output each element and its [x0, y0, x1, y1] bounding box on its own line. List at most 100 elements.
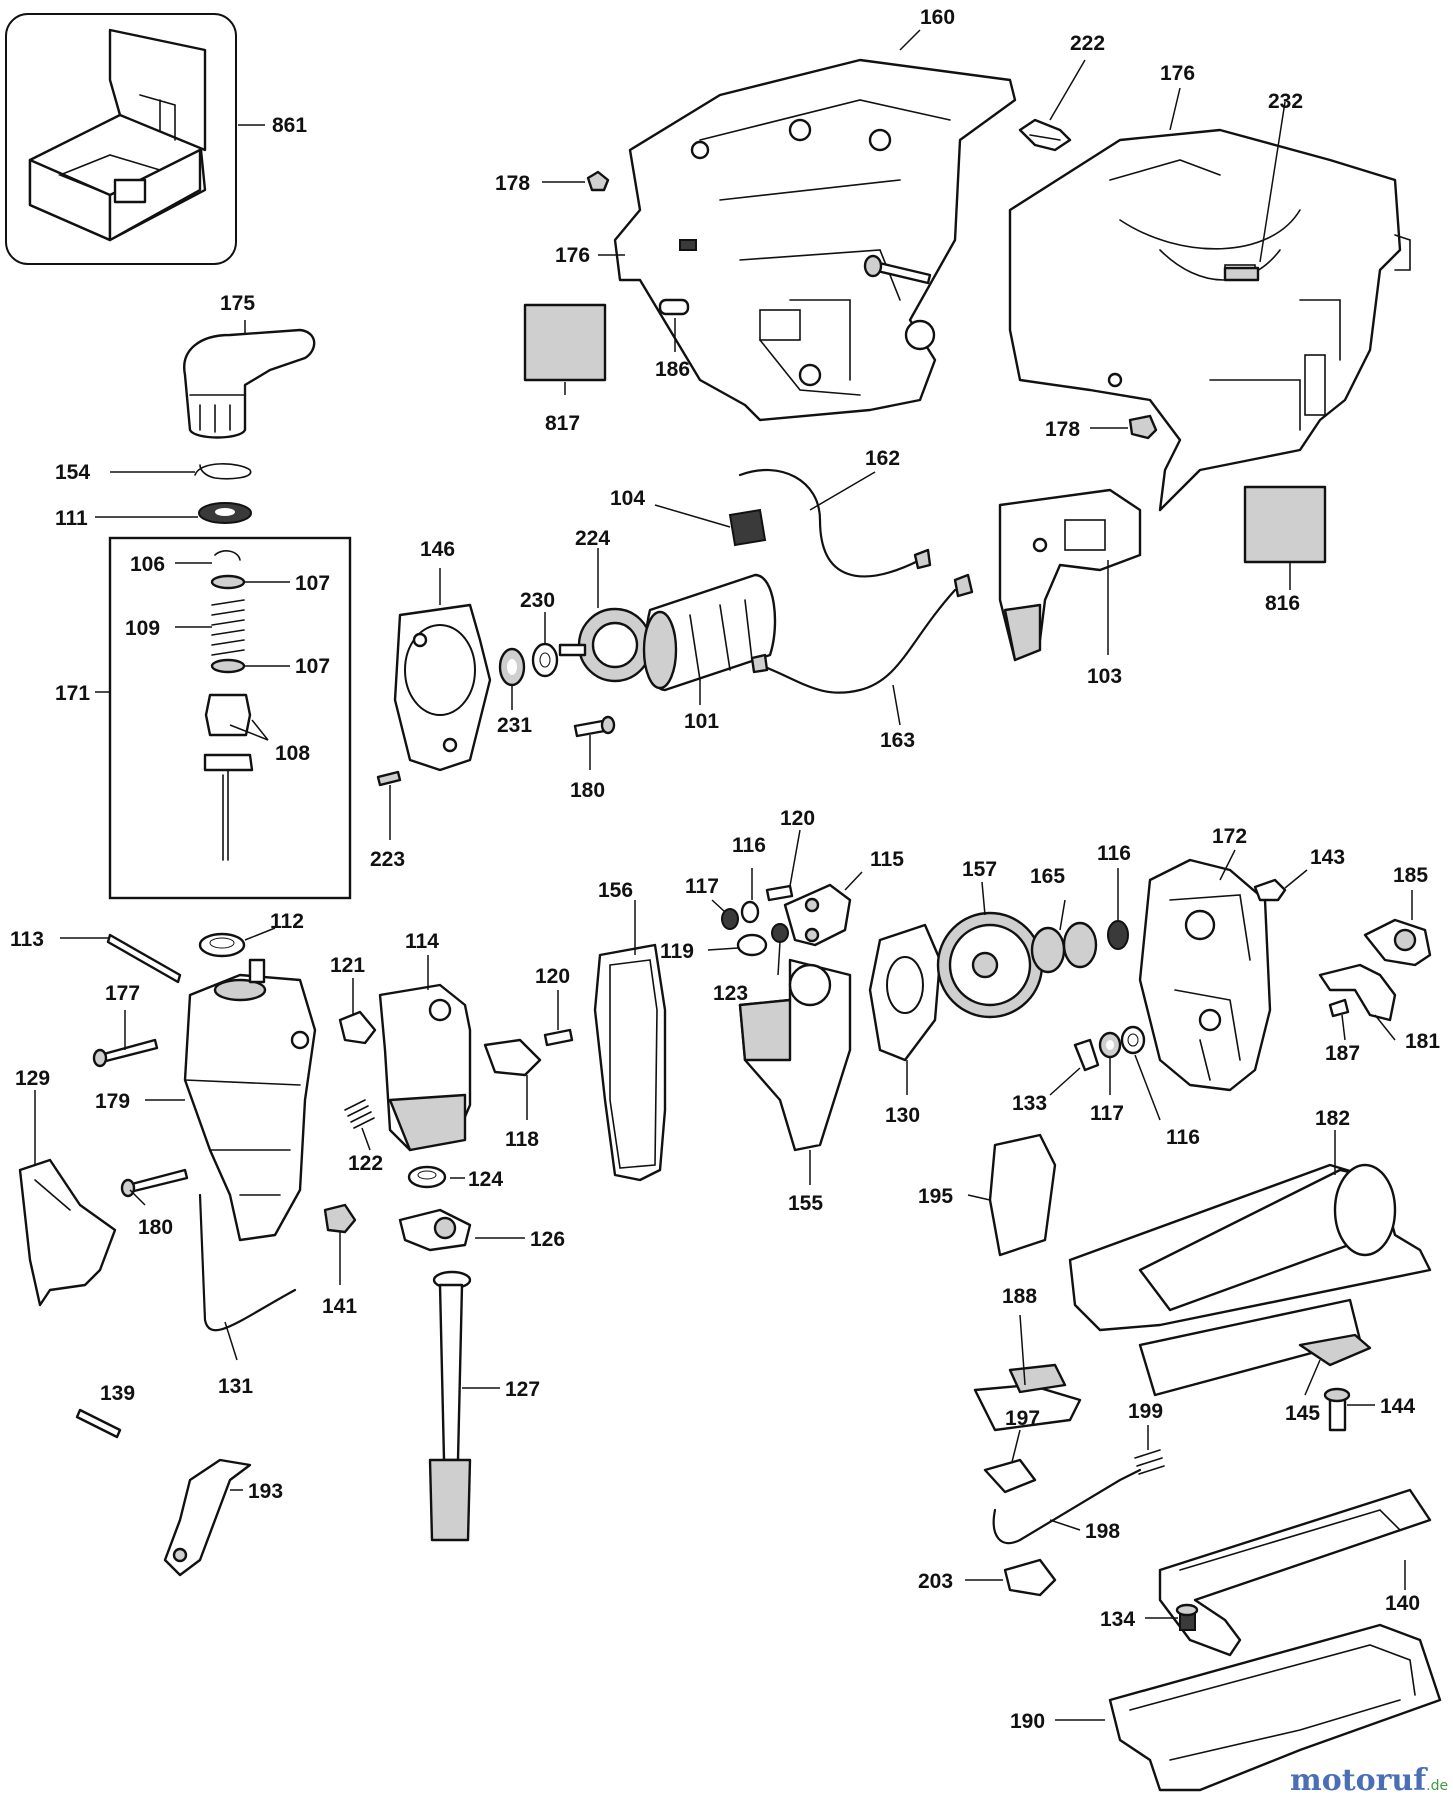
- label-160: 160: [920, 6, 955, 29]
- brush-104: [728, 508, 767, 547]
- label-144: 144: [1380, 1395, 1415, 1418]
- screw-187: [1328, 998, 1350, 1018]
- leader-lines: [34, 29, 1413, 1721]
- label-101: 101: [684, 710, 719, 733]
- label-111: 111: [55, 507, 88, 530]
- label-222: 222: [1070, 32, 1105, 55]
- label-162: 162: [865, 447, 900, 470]
- label-116-a: 116: [732, 834, 766, 857]
- base-190: [1108, 1623, 1442, 1792]
- pin-133: [1073, 1038, 1100, 1072]
- label-112: 112: [270, 910, 304, 933]
- gasket-156: [593, 943, 667, 1182]
- spring-clip-154: [194, 463, 252, 480]
- label-107-a: 107: [295, 572, 330, 595]
- label-187: 187: [1325, 1042, 1360, 1065]
- label-104: 104: [610, 487, 645, 510]
- gear-housing-172: [1138, 858, 1272, 1092]
- label-143: 143: [1310, 846, 1345, 869]
- label-154: 154: [55, 461, 90, 484]
- label-231: 231: [497, 714, 532, 737]
- label-124: 124: [468, 1168, 503, 1191]
- label-190: 190: [1010, 1710, 1045, 1733]
- label-199: 199: [1128, 1400, 1163, 1423]
- label-163: 163: [880, 729, 915, 752]
- lever-185: [1363, 918, 1432, 967]
- wire-163: [750, 573, 974, 694]
- screw-160: [863, 254, 932, 285]
- nut-143: [1253, 878, 1287, 902]
- label-816: 816: [1265, 592, 1300, 615]
- housing-half-left: [613, 58, 1017, 422]
- shoe-plate-140: [1158, 1488, 1432, 1657]
- battery-182: [1068, 1163, 1432, 1397]
- label-107-b: 107: [295, 655, 330, 678]
- clip-222: [1018, 118, 1072, 152]
- label-179: 179: [95, 1090, 130, 1113]
- screw-144: [1323, 1387, 1351, 1432]
- label-186: 186: [655, 358, 690, 381]
- label-180-b: 180: [138, 1216, 173, 1239]
- bearing-165: [1030, 921, 1098, 974]
- label-115: 115: [870, 848, 904, 871]
- watermark-motoruf: motoruf.de: [1290, 1763, 1448, 1798]
- label-119: 119: [660, 940, 694, 963]
- washer-123: [771, 923, 789, 943]
- label-129: 129: [15, 1067, 50, 1090]
- label-117-b: 117: [1090, 1102, 1124, 1125]
- label-178-a: 178: [495, 172, 530, 195]
- label-188: 188: [1002, 1285, 1037, 1308]
- motor-101: [642, 573, 777, 692]
- bushing-119: [736, 933, 768, 957]
- label-180-a: 180: [570, 779, 605, 802]
- knob-175: [183, 328, 316, 439]
- label-224: 224: [575, 527, 610, 550]
- switch-103: [998, 488, 1142, 662]
- label-121: 121: [330, 954, 365, 977]
- label-103: 103: [1087, 665, 1122, 688]
- label-113: 113: [10, 928, 44, 951]
- nut-178-left: [586, 170, 610, 192]
- label-139: 139: [100, 1382, 135, 1405]
- ring-124: [407, 1165, 447, 1189]
- block-141: [323, 1203, 357, 1234]
- screw-180-top: [573, 715, 616, 738]
- label-140: 140: [1385, 1592, 1420, 1615]
- gear-157: [936, 911, 1044, 1019]
- label-182: 182: [1315, 1107, 1350, 1130]
- label-177: 177: [105, 982, 140, 1005]
- label-171: 171: [55, 682, 90, 705]
- plate-115: [783, 883, 852, 947]
- screw-120-bottom: [543, 1028, 574, 1047]
- watermark-brand: motoruf.de: [1290, 1763, 1448, 1798]
- label-116-b: 116: [1097, 842, 1131, 865]
- lever-193: [163, 1458, 252, 1577]
- label-114: 114: [405, 930, 439, 953]
- spring-116-mid: [1107, 920, 1129, 950]
- lever-181: [1318, 963, 1397, 1022]
- screw-223: [376, 770, 402, 787]
- label-203: 203: [918, 1570, 953, 1593]
- label-156: 156: [598, 879, 633, 902]
- pad-195: [988, 1133, 1057, 1257]
- label-116-c: 116: [1166, 1126, 1200, 1149]
- label-223: 223: [370, 848, 405, 871]
- gear-case-179: [183, 958, 317, 1242]
- label-134: 134: [1100, 1608, 1135, 1631]
- carriage-114: [378, 983, 472, 1152]
- pin-139: [75, 1408, 122, 1439]
- label-165: 165: [1030, 865, 1065, 888]
- label-232: 232: [1268, 90, 1303, 113]
- wire-131: [198, 1193, 297, 1332]
- latch-145: [1298, 1333, 1372, 1367]
- wire-198: [992, 1468, 1142, 1545]
- label-126: 126: [530, 1228, 565, 1251]
- label-176-a: 176: [1160, 62, 1195, 85]
- screw-178-right: [1128, 414, 1158, 440]
- cover-155: [738, 958, 852, 1152]
- label-130: 130: [885, 1104, 920, 1127]
- washer-116-top: [740, 900, 760, 924]
- gear-plate-146: [393, 603, 492, 772]
- screw-120-top: [765, 884, 794, 902]
- label-230: 230: [520, 589, 555, 612]
